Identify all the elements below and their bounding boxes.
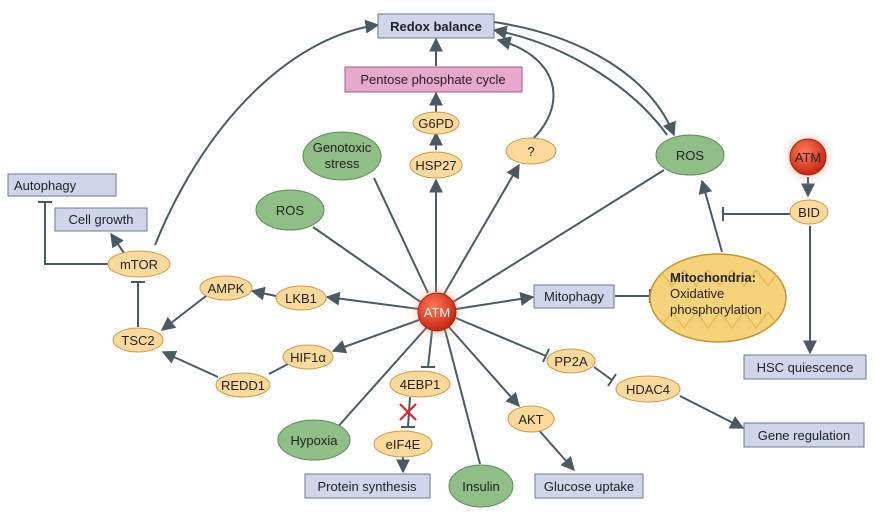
atm-right-node: ATM: [778, 127, 838, 187]
edge-pp2a-hdac4-bar: [607, 373, 617, 387]
genotoxic-stress-node: Genotoxic stress: [302, 131, 382, 181]
akt-node: AKT: [507, 405, 555, 433]
lkb1-label: LKB1: [285, 291, 317, 306]
edge-atm-lkb1: [325, 291, 420, 310]
edge-insulin-atm: [444, 329, 481, 465]
genotoxic-label-line2: stress: [325, 156, 360, 171]
edge-mtor-autophagy: [44, 202, 108, 265]
genotoxic-label-line1: Genotoxic: [313, 140, 372, 155]
cell-growth-label: Cell growth: [68, 212, 133, 227]
atm-right-label: ATM: [795, 150, 821, 165]
akt-label: AKT: [518, 412, 543, 427]
edge-ros-left-atm: [312, 226, 423, 304]
hsc-quiescence-box: HSC quiescence: [743, 354, 867, 380]
pentose-phosphate-box: Pentose phosphate cycle: [344, 66, 523, 93]
atm-center-node: ATM: [405, 280, 469, 344]
unknown-node: ?: [505, 137, 557, 165]
insulin-label: Insulin: [462, 479, 500, 494]
glucose-uptake-box: Glucose uptake: [534, 473, 644, 499]
redox-balance-label: Redox balance: [390, 19, 482, 34]
edges: [38, 19, 817, 474]
hsp27-node: HSP27: [409, 151, 463, 179]
edge-atm-akt: [447, 325, 520, 408]
mitochondria-title: Mitochondria:: [670, 270, 756, 285]
protein-synthesis-box: Protein synthesis: [304, 473, 431, 499]
hypoxia-node: Hypoxia: [277, 419, 351, 461]
edge-atm-mitophagy: [455, 292, 535, 310]
bid-node: BID: [789, 199, 829, 225]
cell-growth-box: Cell growth: [54, 207, 148, 232]
mitochondria-cristae: [659, 268, 781, 330]
ros-right-label: ROS: [676, 148, 705, 163]
edge-lkb1-ampk: [250, 286, 277, 301]
g6pd-node: G6PD: [412, 111, 460, 135]
mtor-label: mTOR: [120, 257, 158, 272]
ros-left-node: ROS: [255, 189, 325, 231]
hsc-quiescence-label: HSC quiescence: [757, 360, 854, 375]
edge-redox-ros-b: [493, 21, 676, 137]
hdac4-node: HDAC4: [615, 375, 681, 403]
bid-label: BID: [798, 205, 820, 220]
edge-hypoxia-atm: [334, 326, 428, 431]
edge-hdac4-genereg: [679, 395, 745, 429]
gene-regulation-label: Gene regulation: [758, 428, 851, 443]
gene-regulation-box: Gene regulation: [743, 422, 865, 448]
ampk-label: AMPK: [208, 281, 245, 296]
autophagy-box: Autophagy: [7, 173, 117, 197]
edge-genotoxic-atm: [373, 177, 429, 294]
ampk-node: AMPK: [199, 275, 253, 301]
insulin-node: Insulin: [448, 464, 514, 508]
hypoxia-label: Hypoxia: [291, 433, 339, 448]
protein-synthesis-label: Protein synthesis: [318, 479, 417, 494]
edge-pp2a-hdac4: [593, 366, 613, 381]
eif4e-label: eIF4E: [386, 437, 421, 452]
redd1-node: REDD1: [215, 372, 271, 398]
blocked-x-mark: [399, 403, 417, 421]
4ebp1-label: 4EBP1: [400, 377, 440, 392]
hsp27-label: HSP27: [415, 158, 456, 173]
atm-center-label: ATM: [424, 305, 450, 320]
edge-ampk-tsc2: [160, 295, 207, 331]
lkb1-node: LKB1: [275, 285, 327, 311]
edge-unknown-redox: [496, 36, 555, 139]
edge-hif1a-redd1: [268, 363, 289, 375]
edge-mtor-cellgrowth: [110, 232, 125, 254]
edge-redd1-tsc2: [161, 350, 219, 378]
edge-akt-glucose: [536, 427, 575, 472]
4ebp1-node: 4EBP1: [389, 370, 451, 398]
mitochondria-line3: phosphorylation: [670, 302, 762, 317]
edge-ros-right-atm: [452, 169, 665, 303]
edge-atm-pp2a-bar: [542, 348, 550, 363]
glucose-uptake-label: Glucose uptake: [544, 479, 634, 494]
autophagy-label: Autophagy: [14, 178, 77, 193]
edge-mito-ros: [698, 179, 723, 253]
redox-balance-box: Redox balance: [377, 13, 495, 39]
pp2a-node: PP2A: [546, 348, 596, 374]
redd1-label: REDD1: [221, 378, 265, 393]
edge-atm-unknown: [443, 163, 520, 295]
pp2a-label: PP2A: [554, 354, 588, 369]
mitophagy-label: Mitophagy: [544, 289, 604, 304]
hif1a-label: HIF1α: [290, 350, 326, 365]
tsc2-node: TSC2: [112, 327, 164, 353]
hdac4-label: HDAC4: [626, 382, 670, 397]
edge-ros-redox-a: [492, 25, 668, 136]
unknown-label: ?: [527, 144, 534, 159]
mitochondria-line2: Oxidative: [670, 286, 724, 301]
hif1a-node: HIF1α: [282, 344, 334, 370]
ros-right-node: ROS: [655, 134, 725, 176]
ros-left-label: ROS: [276, 203, 305, 218]
pentose-phosphate-label: Pentose phosphate cycle: [360, 72, 505, 87]
g6pd-label: G6PD: [418, 116, 453, 131]
mitophagy-box: Mitophagy: [533, 284, 615, 309]
mtor-node: mTOR: [107, 250, 171, 278]
eif4e-node: eIF4E: [373, 430, 433, 458]
edge-mtor-redox: [154, 19, 380, 246]
mitochondria-node: Mitochondria: Oxidative phosphorylation: [649, 253, 787, 343]
tsc2-label: TSC2: [121, 333, 154, 348]
edge-atm-hif1a: [331, 319, 420, 354]
edge-atm-pp2a: [455, 317, 547, 357]
